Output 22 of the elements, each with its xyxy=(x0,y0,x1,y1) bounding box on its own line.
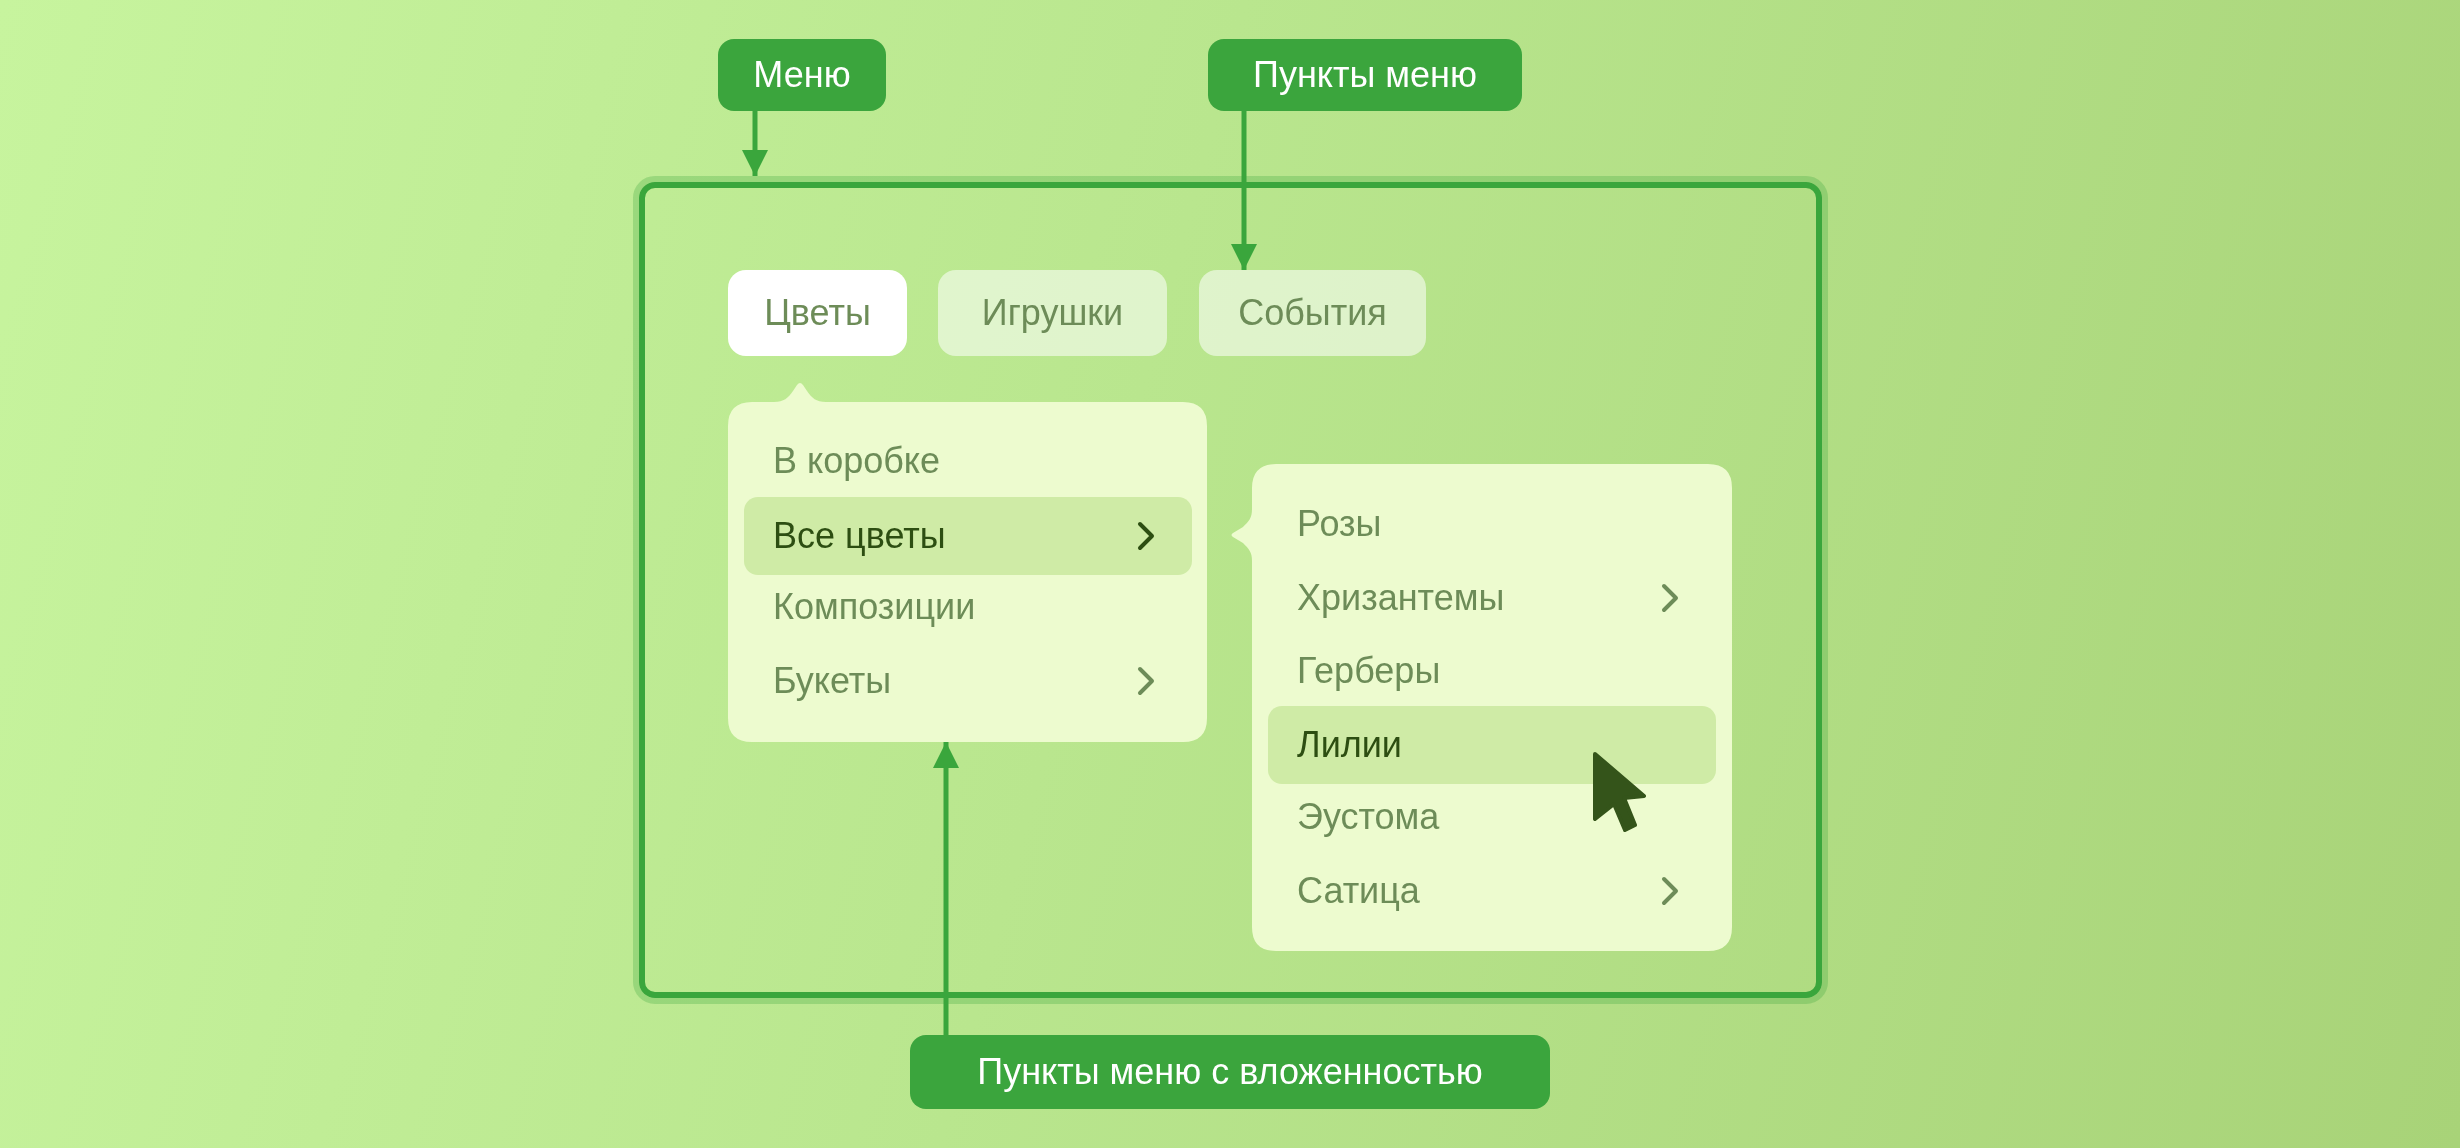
callout-label: Пункты меню xyxy=(1208,39,1522,111)
highlighted-menu-row xyxy=(744,497,1192,575)
tab: Игрушки xyxy=(938,270,1167,356)
menu-item: Хризантемы xyxy=(1297,576,1505,620)
menu-item: Букеты xyxy=(773,659,892,703)
menu-item: Герберы xyxy=(1297,649,1441,693)
leader-arrow xyxy=(1231,111,1257,270)
menu-frame xyxy=(633,176,1828,1004)
menu-item: Композиции xyxy=(773,585,976,629)
selected-tab: Цветы xyxy=(728,270,907,356)
leader-arrow xyxy=(742,111,768,176)
menu-item: Розы xyxy=(1297,502,1382,546)
leader-arrow xyxy=(933,742,959,1035)
callout-label: Пункты меню с вложенностью xyxy=(910,1035,1550,1109)
callout-label: Меню xyxy=(718,39,886,111)
menu-item: Лилии xyxy=(1297,723,1402,767)
highlighted-menu-row xyxy=(1268,706,1716,784)
menu-item: Эустома xyxy=(1297,795,1440,839)
menu-item: Сатица xyxy=(1297,869,1420,913)
menu-item: Все цветы xyxy=(773,514,946,558)
tab: События xyxy=(1199,270,1426,356)
menu-item: В коробке xyxy=(773,439,941,483)
